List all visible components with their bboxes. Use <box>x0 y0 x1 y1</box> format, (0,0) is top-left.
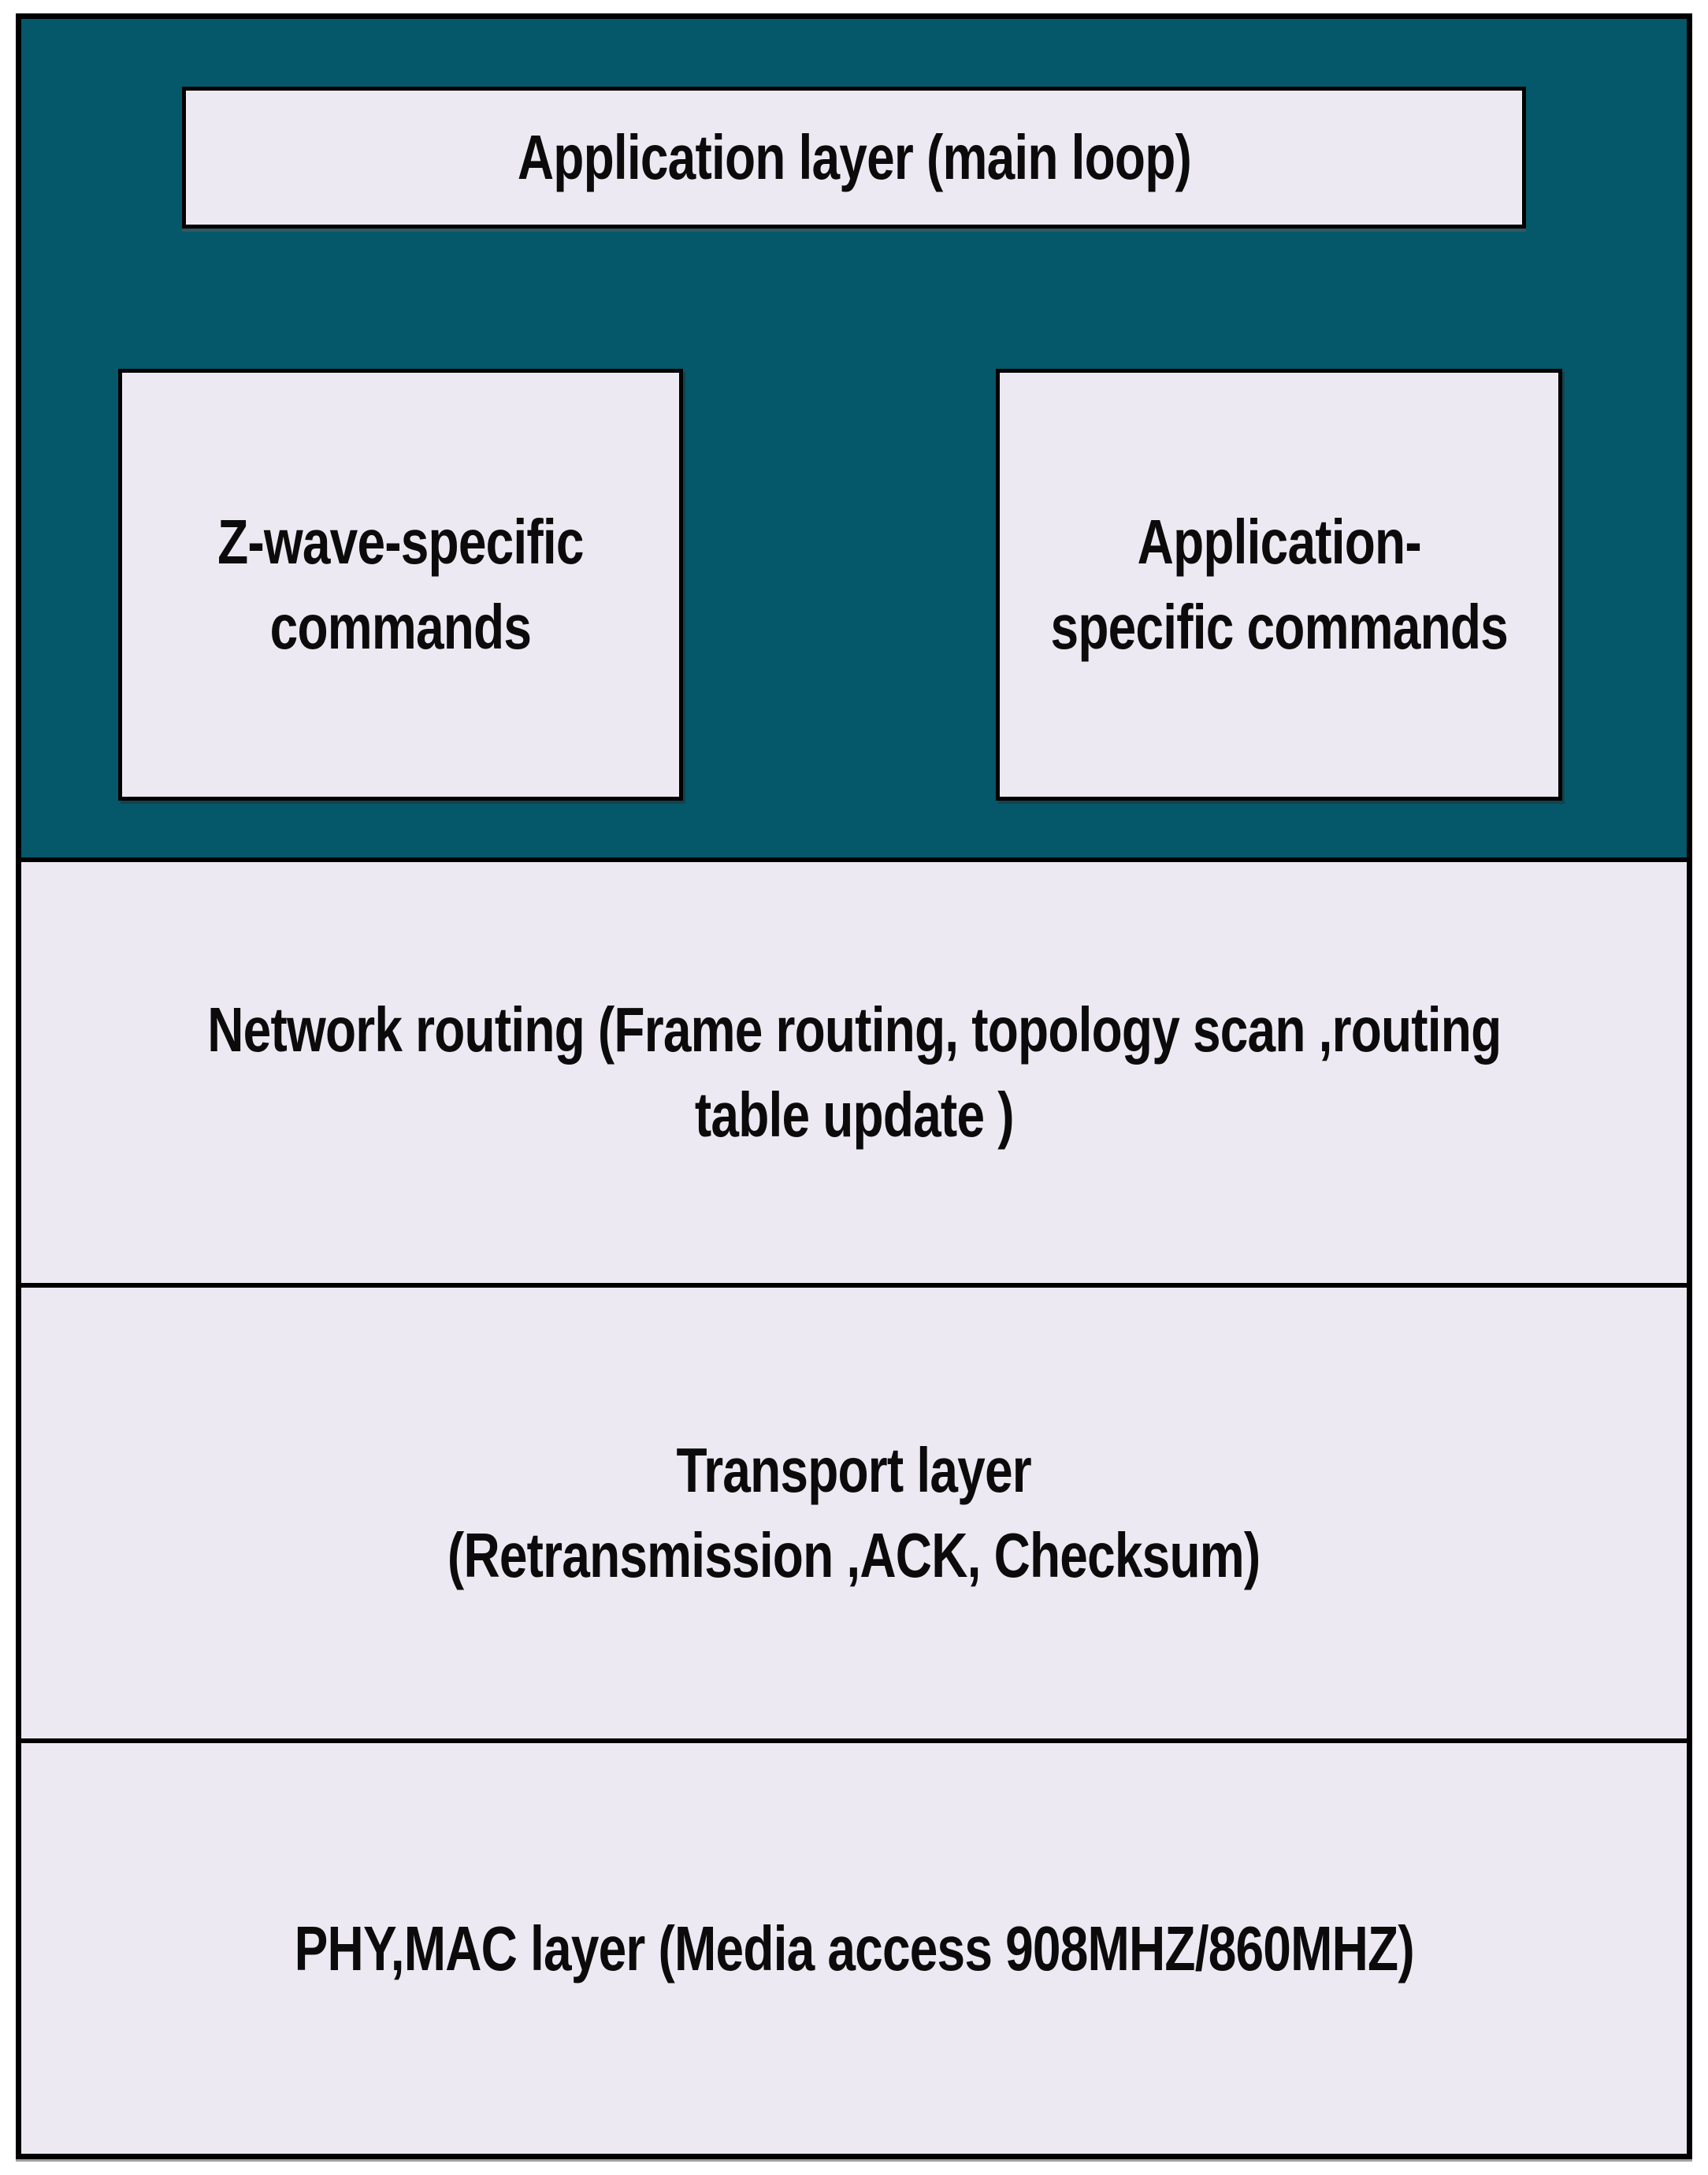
transport-layer-label: Transport layer (Retransmission ,ACK, Ch… <box>447 1428 1261 1598</box>
application-layer-section: Application layer (main loop) Z-wave-spe… <box>21 19 1687 857</box>
network-routing-line1: Network routing (Frame routing, topology… <box>206 995 1502 1065</box>
network-routing-line2: table update ) <box>694 1080 1015 1150</box>
protocol-stack-frame: Application layer (main loop) Z-wave-spe… <box>16 13 1692 2159</box>
application-commands-line2: specific commands <box>1050 592 1508 662</box>
application-commands-box: Application- specific commands <box>996 369 1562 801</box>
transport-layer-section: Transport layer (Retransmission ,ACK, Ch… <box>21 1283 1687 1738</box>
application-commands-label: Application- specific commands <box>1050 500 1508 670</box>
zwave-commands-box: Z-wave-specific commands <box>118 369 683 801</box>
phy-mac-label: PHY,MAC layer (Media access 908MHZ/860MH… <box>294 1913 1414 1984</box>
zwave-commands-label: Z-wave-specific commands <box>217 500 584 670</box>
zwave-commands-line2: commands <box>269 592 532 662</box>
phy-mac-section: PHY,MAC layer (Media access 908MHZ/860MH… <box>21 1738 1687 2154</box>
commands-row: Z-wave-specific commands Application- sp… <box>21 369 1687 801</box>
transport-layer-line1: Transport layer <box>676 1435 1032 1505</box>
transport-layer-line2: (Retransmission ,ACK, Checksum) <box>447 1520 1261 1590</box>
network-routing-section: Network routing (Frame routing, topology… <box>21 857 1687 1283</box>
zwave-commands-line1: Z-wave-specific <box>217 507 584 577</box>
network-routing-label: Network routing (Frame routing, topology… <box>206 987 1502 1158</box>
application-commands-line1: Application- <box>1137 507 1421 577</box>
application-layer-box: Application layer (main loop) <box>182 87 1526 229</box>
application-layer-label: Application layer (main loop) <box>517 122 1191 192</box>
